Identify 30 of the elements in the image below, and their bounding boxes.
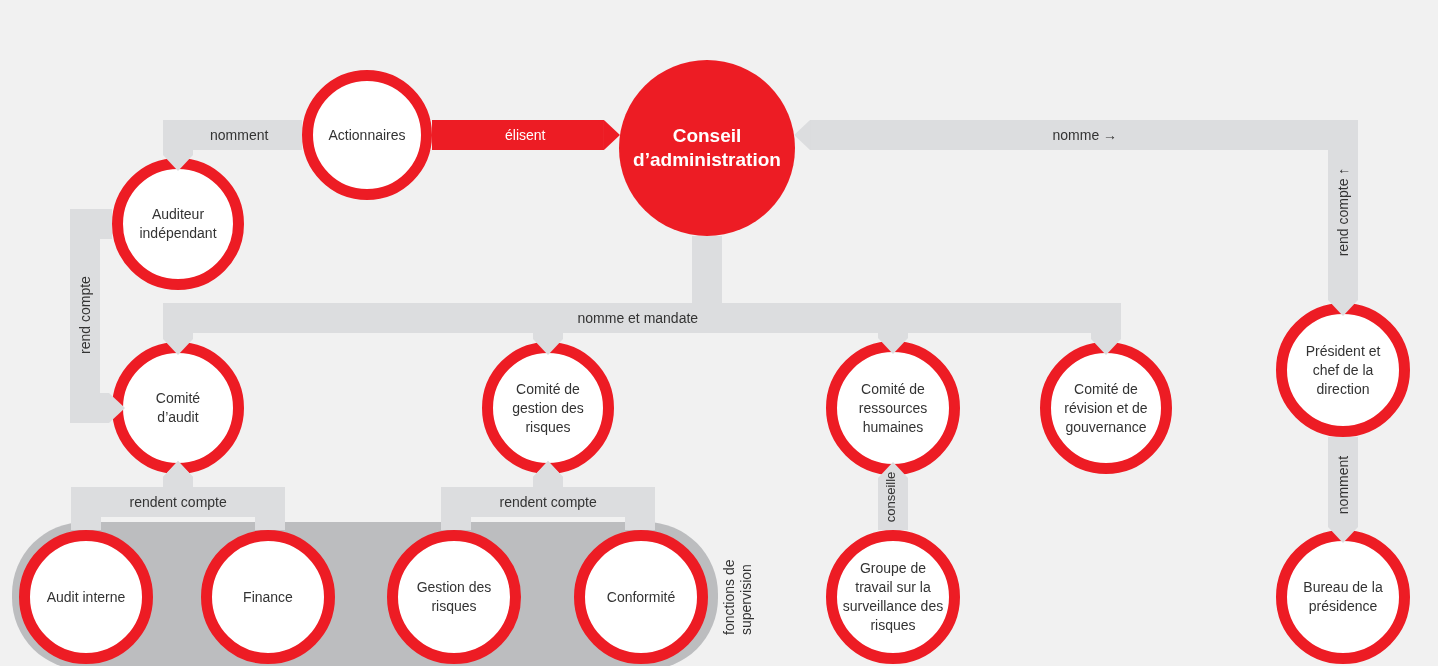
group-heading: fonctions de supervision xyxy=(721,558,755,635)
role-label: Audit interne xyxy=(45,587,127,607)
edge-label: rendent compte xyxy=(129,494,227,510)
arrow-band xyxy=(432,120,620,150)
role-label: Comité de révision et de gouvernance xyxy=(1063,379,1149,437)
role-label: Auditeur indépendant xyxy=(138,205,218,243)
role-label: Président et chef de la direction xyxy=(1304,341,1382,399)
edge-label: rend compte ↑ xyxy=(1334,167,1351,257)
arrow-band xyxy=(70,209,125,423)
role-label: Bureau de la présidence xyxy=(1303,578,1383,616)
role-label: Actionnaires xyxy=(327,125,407,145)
board-title: Conseil d’administration xyxy=(632,124,782,172)
role-label: Comité de gestion des risques xyxy=(511,379,585,437)
role-label: Gestion des risques xyxy=(415,578,493,616)
role-label: Comité de ressources humaines xyxy=(857,379,929,437)
role-label: Conformité xyxy=(605,587,677,607)
edge-label: nomment xyxy=(210,127,269,143)
edge-label: nomme et mandate xyxy=(577,310,699,326)
arrow-band xyxy=(878,462,908,530)
edge-label: nomment xyxy=(1335,455,1352,515)
role-label: Groupe de travail sur la surveillance des risques xyxy=(841,559,945,635)
edge-label: élisent xyxy=(505,127,546,143)
arrow-band xyxy=(1328,437,1358,543)
edge-label: rend compte xyxy=(76,276,93,354)
edge-label: rendent compte xyxy=(499,494,597,510)
role-label: Finance xyxy=(242,587,294,607)
edge-label: nomme → xyxy=(1052,127,1118,143)
arrow-band xyxy=(163,120,302,171)
edge-label: conseille xyxy=(883,471,900,523)
role-label: Comité d’audit xyxy=(154,389,202,427)
